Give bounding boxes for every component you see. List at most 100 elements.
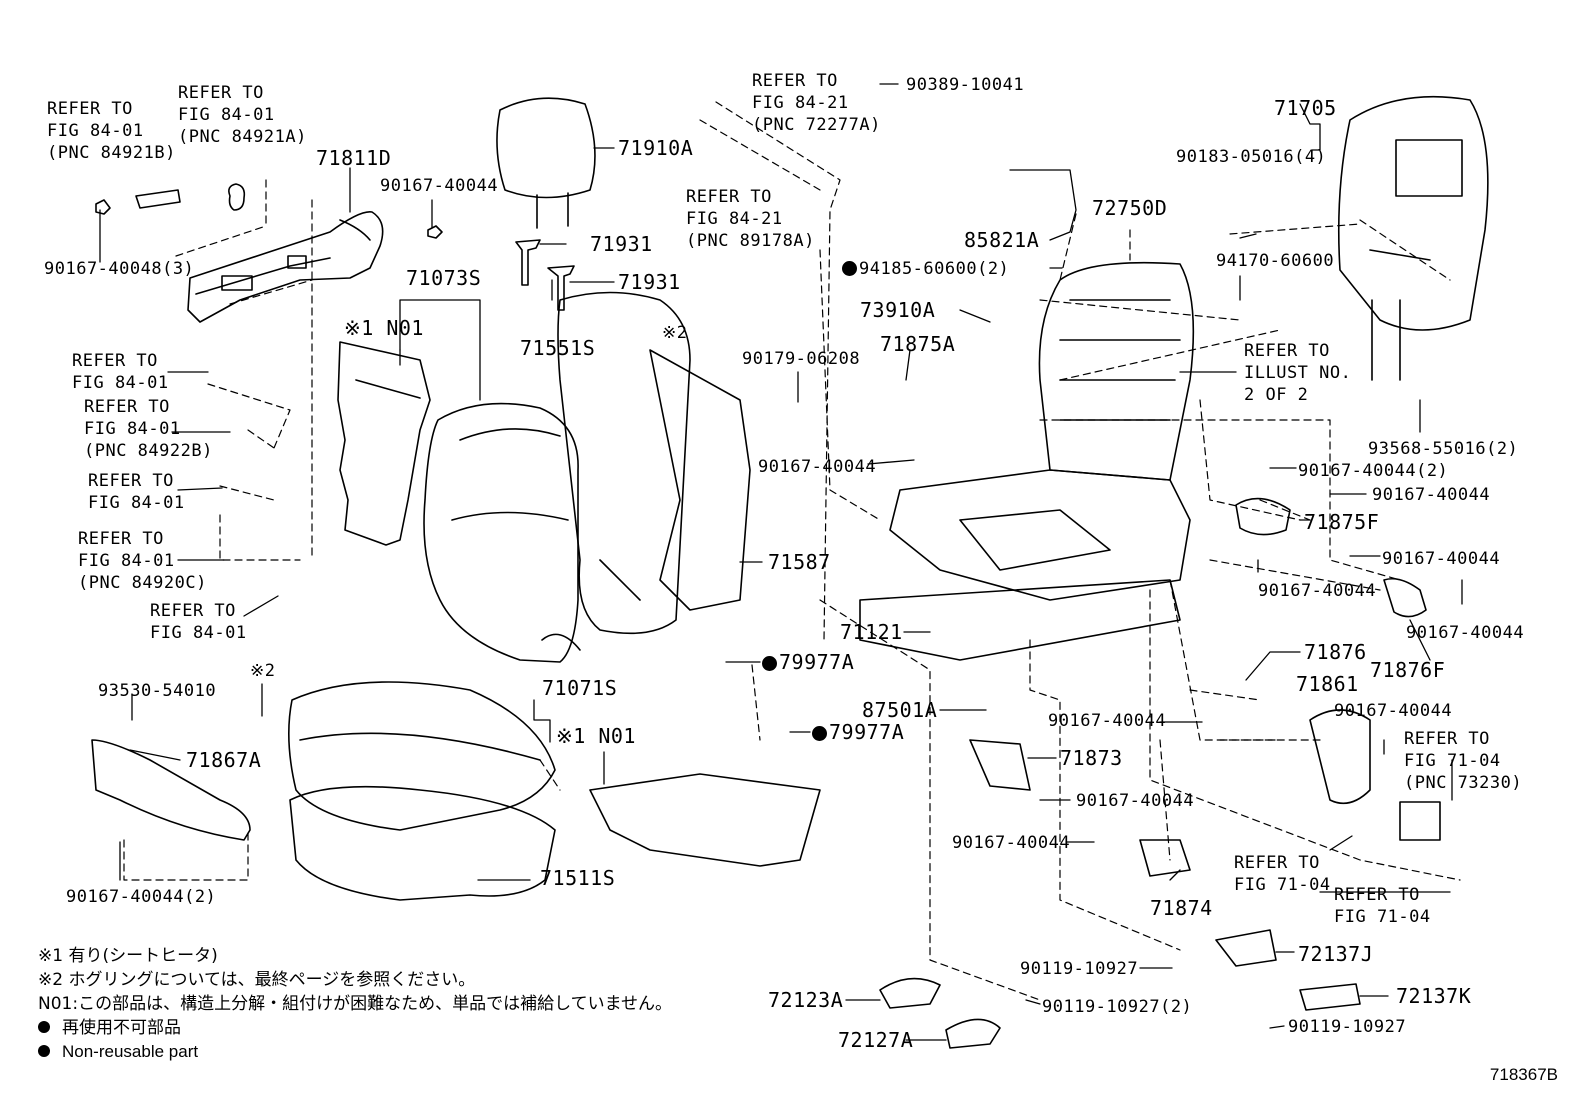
label-71876f: 71876F bbox=[1370, 658, 1446, 682]
figure-number: 718367B bbox=[1489, 1065, 1558, 1084]
label-refer-fig-71-04: REFER TO FIG 71-04 bbox=[1334, 885, 1431, 927]
label-refer-fig-84-01-pnc-84920c: REFER TO FIG 84-01 (PNC 84920C) bbox=[78, 529, 207, 593]
label-71073s: 71073S bbox=[406, 266, 482, 290]
label-90167-40044: 90167-40044 bbox=[380, 176, 499, 196]
cover-72123a bbox=[879, 977, 941, 1009]
label-71511s: 71511S bbox=[540, 866, 616, 890]
label-refer-fig-84-01: REFER TO FIG 84-01 bbox=[72, 351, 169, 393]
label-71861: 71861 bbox=[1296, 672, 1359, 696]
front-trim-71867a bbox=[91, 739, 251, 841]
guide-lines bbox=[123, 101, 1461, 1001]
label-refer-fig-71-04-pnc-73230: REFER TO FIG 71-04 (PNC 73230) bbox=[1404, 729, 1523, 793]
label-90183-05016: 90183-05016(4) bbox=[1176, 147, 1327, 167]
label-90167-40044: 90167-40044 bbox=[1258, 581, 1377, 601]
label-note-2: ※2 bbox=[250, 661, 276, 681]
label-90167-40044: 90167-40044 bbox=[1372, 485, 1491, 505]
label-90167-40044: 90167-40044 bbox=[1334, 701, 1453, 721]
headrest-guide-71931 bbox=[515, 239, 575, 311]
label-refer-fig-84-01-pnc-84922b: REFER TO FIG 84-01 (PNC 84922B) bbox=[84, 397, 213, 461]
label-71874: 71874 bbox=[1150, 896, 1213, 920]
label-refer-fig-84-01: REFER TO FIG 84-01 bbox=[150, 601, 247, 643]
label-71931: 71931 bbox=[618, 270, 681, 294]
leader-lines bbox=[99, 83, 1463, 1041]
label-93530-54010: 93530-54010 bbox=[98, 681, 217, 701]
label-87501a: 87501A bbox=[862, 698, 938, 722]
label-90167-40044: 90167-40044 bbox=[1382, 549, 1501, 569]
bullet-dot-icon bbox=[38, 1021, 50, 1033]
label-93568-55016: 93568-55016(2) bbox=[1368, 439, 1519, 459]
cushion-pad-71511s bbox=[289, 785, 556, 901]
label-79977a: 79977A bbox=[812, 720, 904, 744]
label-refer-fig-84-01: REFER TO FIG 84-01 bbox=[88, 471, 185, 513]
screw-90167-40044-top bbox=[427, 225, 443, 239]
cover-72127a bbox=[945, 1018, 1001, 1049]
bracket-71873 bbox=[969, 739, 1031, 791]
back-board-71587 bbox=[649, 349, 751, 611]
label-72137j: 72137J bbox=[1298, 942, 1374, 966]
label-n01: ※1 N01 bbox=[344, 316, 424, 340]
label-refer-illust-2-of-2: REFER TO ILLUST NO. 2 OF 2 bbox=[1244, 341, 1352, 405]
seatback-cover-71073s bbox=[423, 402, 581, 663]
switch-knob-84921b bbox=[135, 189, 181, 209]
side-shield-71811d bbox=[187, 211, 384, 323]
seat-frame-assembly bbox=[859, 261, 1195, 661]
label-71705: 71705 bbox=[1274, 96, 1337, 120]
cover-71876f bbox=[1383, 577, 1427, 618]
bracket-71874 bbox=[1139, 839, 1191, 877]
label-90119-10927: 90119-10927 bbox=[1288, 1017, 1407, 1037]
label-90167-40048: 90167-40048(3) bbox=[44, 259, 195, 279]
label-94185-60600: 94185-60600(2) bbox=[842, 258, 1009, 280]
label-71931: 71931 bbox=[590, 232, 653, 256]
label-90167-40044: 90167-40044 bbox=[952, 833, 1071, 853]
label-90179-06208: 90179-06208 bbox=[742, 349, 861, 369]
cushion-cover-71071s bbox=[288, 681, 556, 831]
label-71875a: 71875A bbox=[880, 332, 956, 356]
seat-belt-buckle-cover-71861 bbox=[1309, 709, 1371, 805]
heater-mat-cushion bbox=[589, 773, 821, 867]
label-71811d: 71811D bbox=[316, 146, 392, 170]
headrest-71910a bbox=[496, 97, 596, 229]
label-71867a: 71867A bbox=[186, 748, 262, 772]
note-non-reusable-jp: 再使用不可部品 bbox=[38, 1016, 672, 1040]
label-90167-40044: 90167-40044 bbox=[1406, 623, 1525, 643]
label-85821a: 85821A bbox=[964, 228, 1040, 252]
cover-72137j bbox=[1215, 929, 1277, 967]
inner-cover-71875f bbox=[1235, 497, 1291, 536]
label-90389-10041: 90389-10041 bbox=[906, 75, 1025, 95]
knob-84921a bbox=[228, 183, 246, 211]
label-71071s: 71071S bbox=[542, 676, 618, 700]
footnotes: ※1 有り(シートヒータ) ※2 ホグリングについては、最終ページを参照ください… bbox=[38, 944, 672, 1064]
label-90167-40044: 90167-40044 bbox=[1076, 791, 1195, 811]
seatback-board-71705 bbox=[1337, 95, 1489, 381]
heater-mat-back bbox=[337, 341, 431, 546]
note-2: ※2 ホグリングについては、最終ページを参照ください。 bbox=[38, 970, 476, 990]
label-90167-40044-2: 90167-40044(2) bbox=[66, 887, 217, 907]
label-refer-fig-71-04: REFER TO FIG 71-04 bbox=[1234, 853, 1331, 895]
label-72750d: 72750D bbox=[1092, 196, 1168, 220]
label-71551s: 71551S bbox=[520, 336, 596, 360]
label-71873: 71873 bbox=[1060, 746, 1123, 770]
label-72137k: 72137K bbox=[1396, 984, 1472, 1008]
non-reusable-dot-icon bbox=[812, 726, 827, 741]
non-reusable-dot-icon bbox=[842, 261, 857, 276]
label-72127a: 72127A bbox=[838, 1028, 914, 1052]
label-refer-fig-84-21-pnc-89178a: REFER TO FIG 84-21 (PNC 89178A) bbox=[686, 187, 815, 251]
note-1: ※1 有り(シートヒータ) bbox=[38, 946, 218, 966]
label-90167-40044: 90167-40044 bbox=[1048, 711, 1167, 731]
seatback-pad-71551s bbox=[557, 291, 691, 635]
label-refer-fig-84-21-pnc-72277a: REFER TO FIG 84-21 (PNC 72277A) bbox=[752, 71, 881, 135]
label-90119-10927: 90119-10927 bbox=[1020, 959, 1139, 979]
label-73910a: 73910A bbox=[860, 298, 936, 322]
label-n01: ※1 N01 bbox=[556, 724, 636, 748]
label-71910a: 71910A bbox=[618, 136, 694, 160]
label-71587: 71587 bbox=[768, 550, 831, 574]
label-90119-10927-2: 90119-10927(2) bbox=[1042, 997, 1193, 1017]
label-94170-60600: 94170-60600 bbox=[1216, 251, 1335, 271]
non-reusable-dot-icon bbox=[762, 656, 777, 671]
label-71121: 71121 bbox=[840, 620, 903, 644]
label-90167-40044: 90167-40044 bbox=[758, 457, 877, 477]
label-71875f: 71875F bbox=[1304, 510, 1380, 534]
label-72123a: 72123A bbox=[768, 988, 844, 1012]
screw-90167-40048 bbox=[95, 199, 111, 215]
